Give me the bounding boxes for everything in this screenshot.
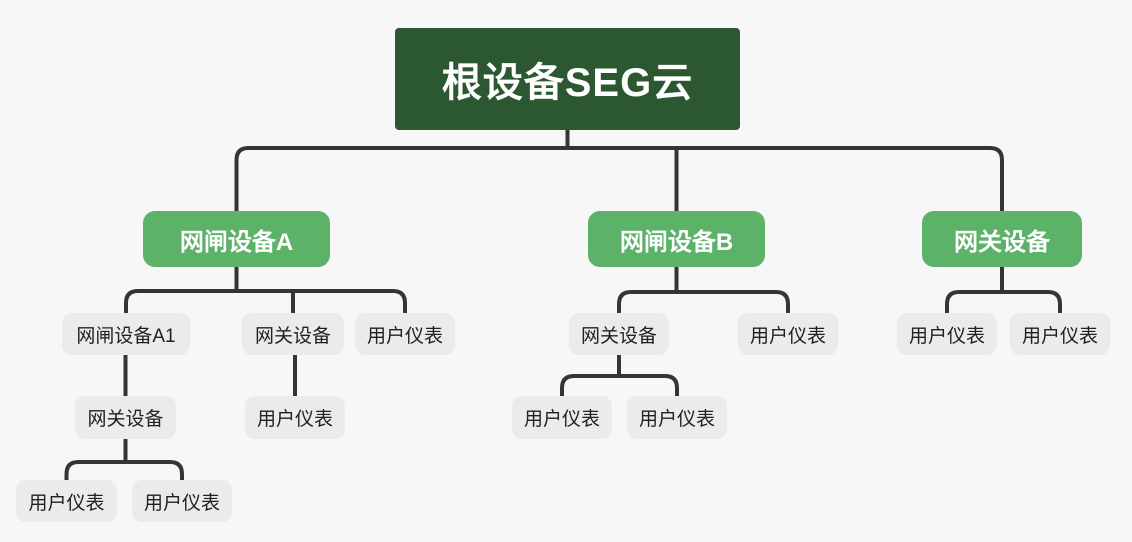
mindmap-node-gateway-meter2[interactable]: 用户仪表 xyxy=(1010,313,1110,355)
mindmap-node-gwb-gateway-meter2[interactable]: 用户仪表 xyxy=(627,396,727,439)
mindmap-node-gwb[interactable]: 网闸设备B xyxy=(588,211,765,267)
mindmap-node-gwb-gateway-meter1[interactable]: 用户仪表 xyxy=(512,396,612,439)
connector-path xyxy=(124,289,407,313)
mindmap-node-gwb-meter[interactable]: 用户仪表 xyxy=(738,313,838,355)
connector-path xyxy=(617,290,790,313)
mindmap-node-gwb-gateway[interactable]: 网关设备 xyxy=(569,313,669,355)
connector-path xyxy=(560,374,679,396)
mindmap-node-gateway-meter1[interactable]: 用户仪表 xyxy=(897,313,997,355)
mindmap-node-gateway[interactable]: 网关设备 xyxy=(922,211,1082,267)
mindmap-node-gwa[interactable]: 网闸设备A xyxy=(143,211,330,267)
mindmap-node-gwa-gateway-meter[interactable]: 用户仪表 xyxy=(245,396,345,439)
mindmap-node-gwa1[interactable]: 网闸设备A1 xyxy=(62,313,190,355)
connector-path xyxy=(234,146,1004,211)
mindmap-node-gwa1-gw-meter2[interactable]: 用户仪表 xyxy=(132,480,232,522)
mindmap-node-gwa-meter[interactable]: 用户仪表 xyxy=(355,313,455,355)
mindmap-node-gwa-gateway[interactable]: 网关设备 xyxy=(242,313,344,355)
connector-path xyxy=(64,460,184,480)
mindmap-node-gwa1-gateway[interactable]: 网关设备 xyxy=(75,396,176,439)
mindmap-node-root[interactable]: 根设备SEG云 xyxy=(395,28,740,130)
connector-path xyxy=(945,290,1062,313)
mindmap-node-gwa1-gw-meter1[interactable]: 用户仪表 xyxy=(16,480,117,522)
